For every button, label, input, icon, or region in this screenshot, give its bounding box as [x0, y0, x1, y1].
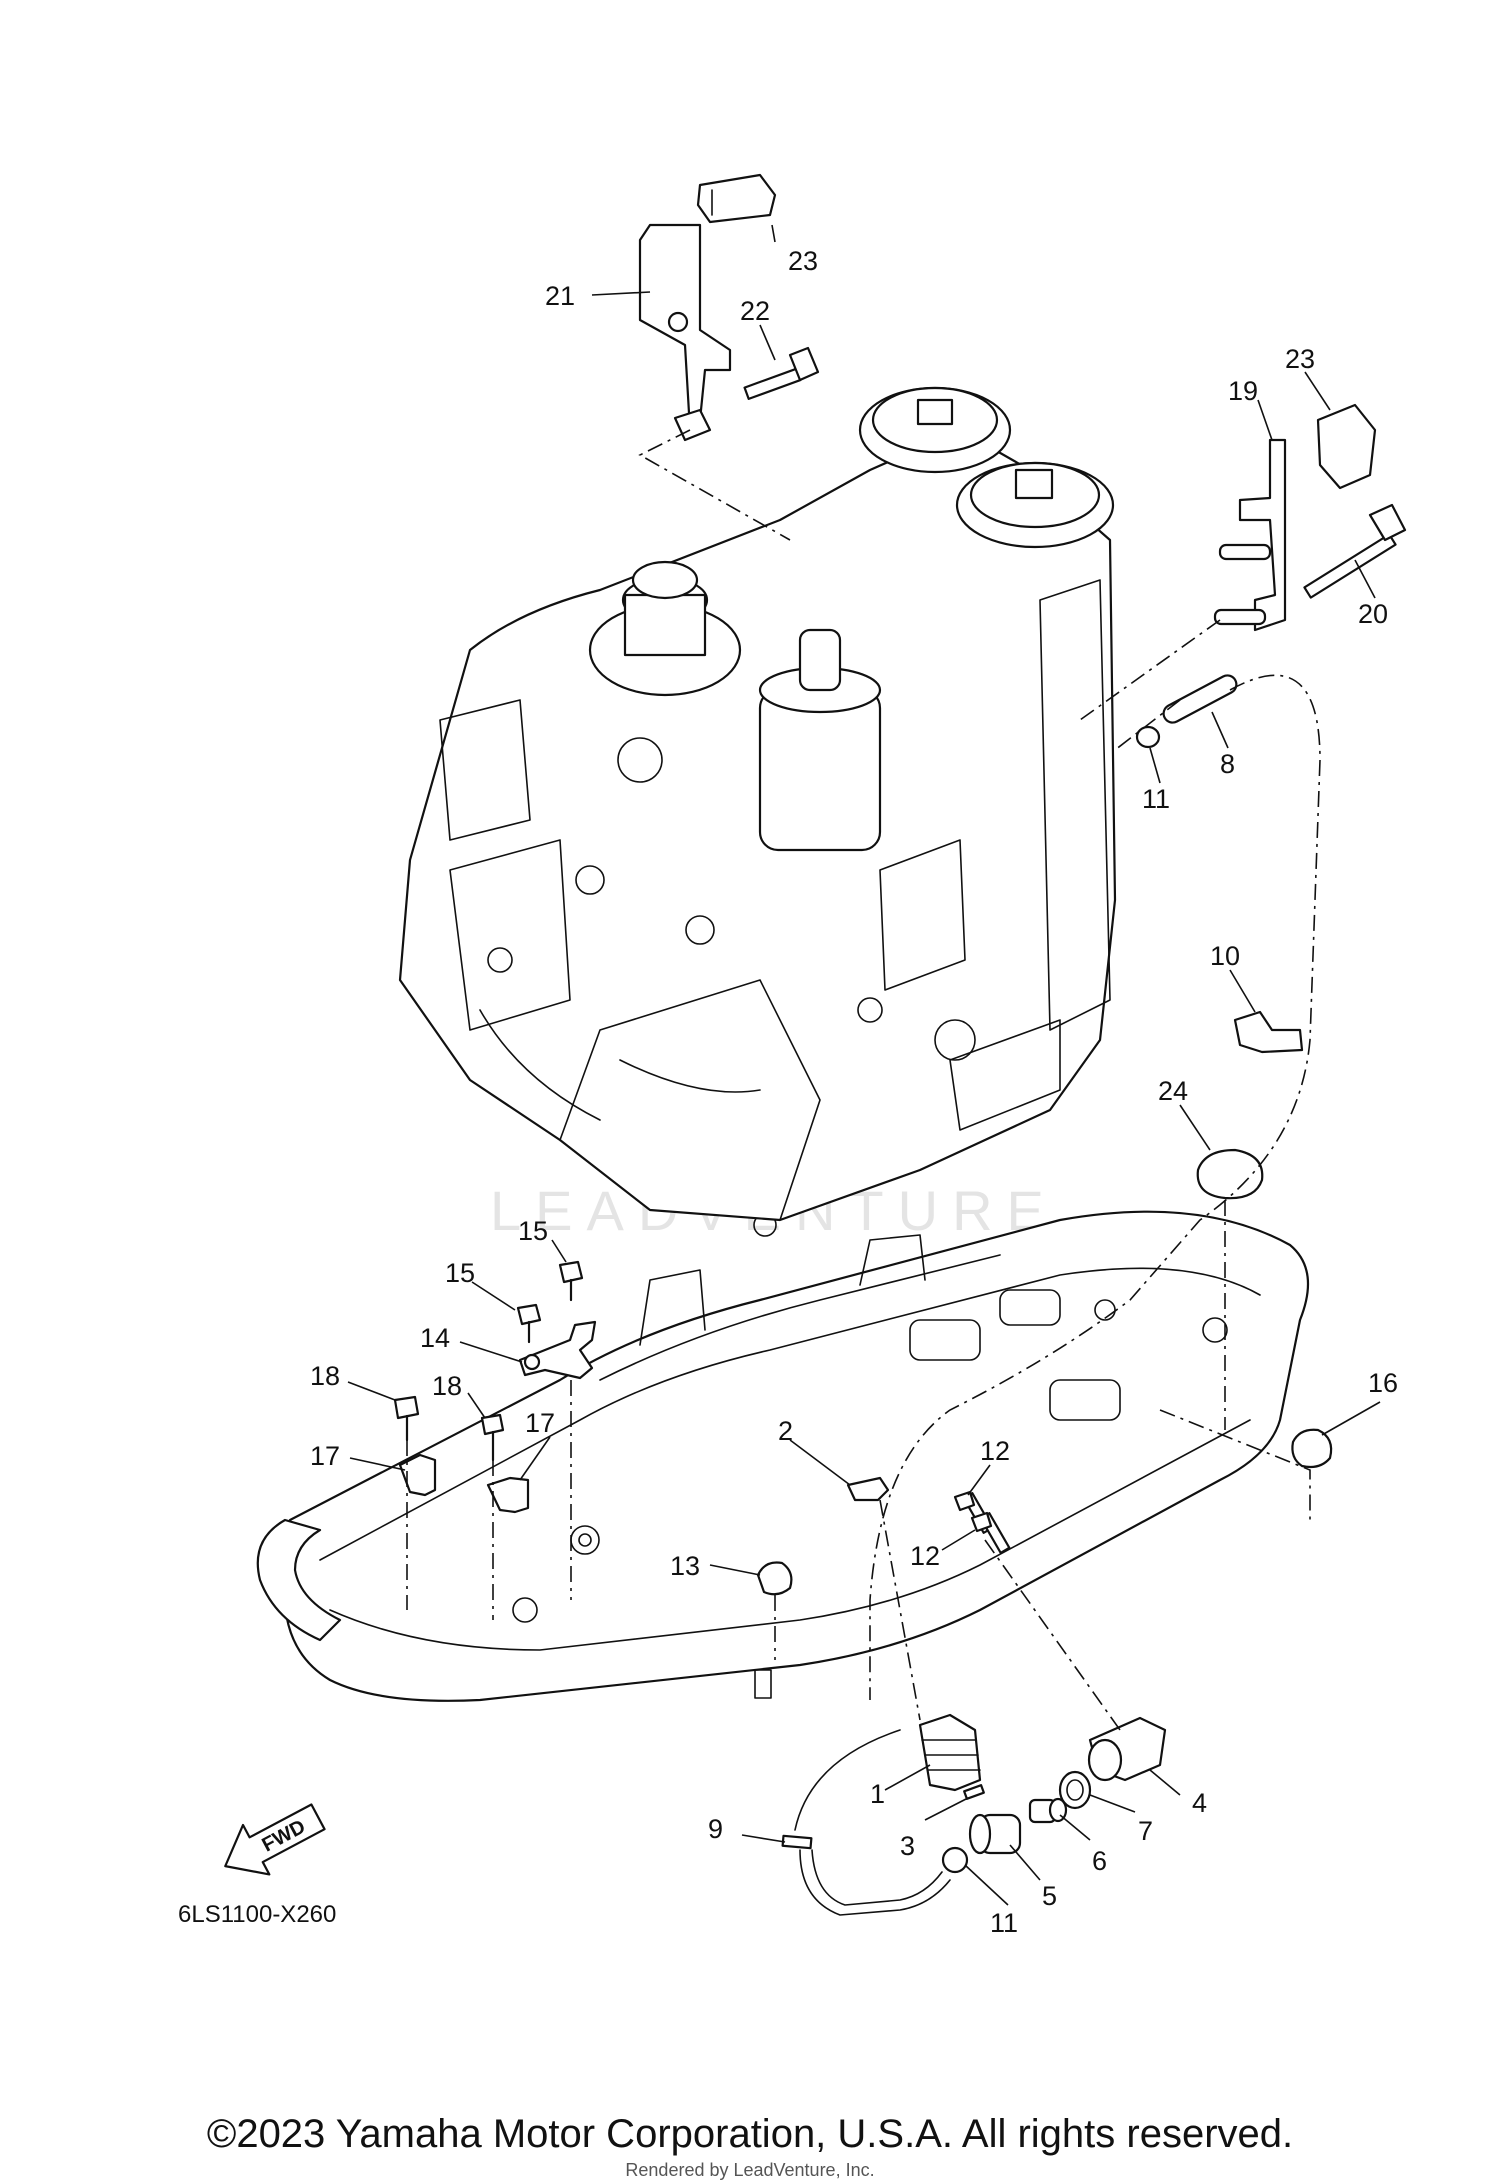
cover-4 [1087, 1716, 1167, 1782]
callout-22: 22 [740, 296, 770, 326]
callout-8: 8 [1220, 749, 1235, 779]
callout-16: 16 [1368, 1368, 1398, 1398]
plate-2 [846, 1476, 890, 1502]
callout-5: 5 [1042, 1881, 1057, 1911]
callout-6: 6 [1092, 1846, 1107, 1876]
grommet-23-right [1316, 403, 1377, 490]
grommet-13 [756, 1561, 793, 1596]
grommet-23-top [696, 173, 777, 224]
bolt-12-b [970, 1511, 1011, 1554]
clip-11-lower [941, 1846, 969, 1874]
bolt-18-b [480, 1413, 505, 1462]
callout-10: 10 [1210, 941, 1240, 971]
bracket-21 [638, 223, 732, 442]
washer-7 [1058, 1770, 1092, 1810]
callout-3: 3 [900, 1831, 915, 1861]
callout-15-lower: 15 [445, 1258, 475, 1288]
callout-19: 19 [1228, 376, 1258, 406]
callout-labels: 1 2 3 4 5 6 7 8 9 10 11 11 12 12 13 14 1… [310, 246, 1398, 1938]
bottom-cowling [256, 1210, 1310, 1702]
bolt-20 [1303, 503, 1407, 599]
callout-17-right: 17 [525, 1408, 555, 1438]
callout-4: 4 [1192, 1788, 1207, 1818]
callout-18-left: 18 [310, 1361, 340, 1391]
fwd-arrow: FWD [224, 1803, 326, 1876]
clip-9 [781, 1834, 813, 1850]
clamp-10 [1233, 1010, 1304, 1054]
callout-11-lower: 11 [990, 1908, 1018, 1938]
bolt-22 [743, 346, 820, 400]
drawing-code: 6LS1100-X260 [178, 1901, 336, 1928]
callout-20: 20 [1358, 599, 1388, 629]
callout-24: 24 [1158, 1076, 1188, 1106]
callout-17-left: 17 [310, 1441, 340, 1471]
assembly-lines [406, 429, 1321, 1731]
bolt-15-a [558, 1260, 584, 1302]
copyright-notice: ©2023 Yamaha Motor Corporation, U.S.A. A… [206, 2112, 1294, 2156]
callout-7: 7 [1138, 1816, 1153, 1846]
callout-23-right: 23 [1285, 344, 1315, 374]
callout-18-right: 18 [432, 1371, 462, 1401]
callout-15-upper: 15 [518, 1216, 548, 1246]
fitting-6 [1028, 1797, 1068, 1824]
callout-23-upper: 23 [788, 246, 818, 276]
clip-17-b [486, 1476, 530, 1514]
nut-5 [968, 1813, 1022, 1855]
clip-17-a [398, 1453, 437, 1497]
callout-11-upper: 11 [1142, 784, 1170, 814]
engine-block [398, 386, 1117, 1222]
bolt-15-b [516, 1303, 542, 1344]
rendered-by-credit: Rendered by LeadVenture, Inc. [625, 2160, 875, 2180]
grommet-16 [1291, 1428, 1333, 1469]
leader-lines [347, 224, 1381, 1906]
bracket-14 [518, 1320, 597, 1380]
clip-3 [963, 1784, 985, 1800]
seal-1 [918, 1713, 982, 1792]
callout-1: 1 [870, 1779, 885, 1809]
bolt-18-a [393, 1395, 420, 1442]
callout-12-upper: 12 [980, 1436, 1010, 1466]
pin-8 [1162, 674, 1238, 724]
callout-13: 13 [670, 1551, 700, 1581]
callout-12-lower: 12 [910, 1541, 940, 1571]
callout-14: 14 [420, 1323, 450, 1353]
clip-11-upper [1135, 725, 1161, 749]
callout-21: 21 [545, 281, 575, 311]
bracket-19 [1213, 438, 1287, 632]
hose [799, 1849, 951, 1916]
callout-9: 9 [708, 1814, 723, 1844]
cap-24 [1196, 1148, 1264, 1200]
callout-2: 2 [778, 1416, 793, 1446]
